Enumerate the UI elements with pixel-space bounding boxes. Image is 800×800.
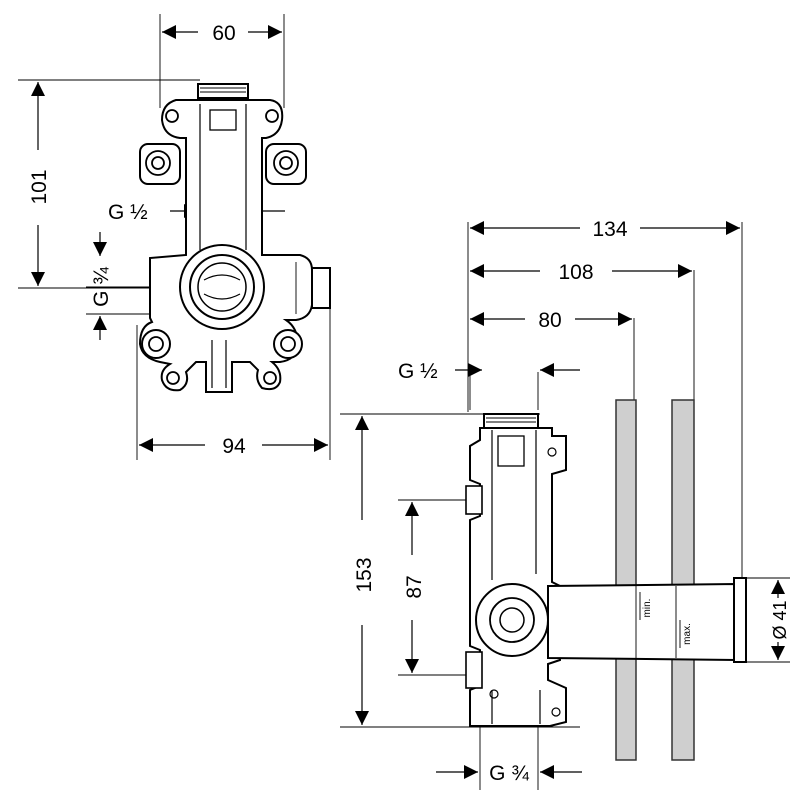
- depth-min-dimension: 80: [470, 309, 632, 332]
- valve-body-front: [138, 83, 331, 393]
- max-label: max.: [682, 623, 693, 645]
- extension-sleeve: min. max.: [547, 577, 747, 663]
- diameter-label: Ø 41: [770, 600, 790, 639]
- wall-min: [615, 399, 637, 761]
- wall-max: [671, 399, 695, 761]
- height-dimension: 101: [28, 82, 51, 286]
- side-inlet-thread-label: G ½: [398, 360, 438, 383]
- port-spacing-dimension: 87: [403, 502, 426, 673]
- height-label: 101: [28, 169, 51, 204]
- side-inlet-thread-dimension: G ½: [398, 360, 580, 383]
- side-view: 134 108 80 G ½ 153 8: [340, 218, 790, 790]
- width-bottom-label: 94: [222, 435, 246, 458]
- min-label: min.: [642, 599, 653, 618]
- depth-min-label: 80: [538, 309, 561, 332]
- depth-max-label: 108: [558, 261, 593, 284]
- width-bottom-dimension: 94: [139, 435, 328, 458]
- front-view: 60 101 G ½ G ¾ 94: [18, 14, 331, 460]
- side-height-label: 153: [353, 557, 376, 592]
- right-mount-ear: [265, 143, 307, 185]
- outlet-thread-label: G ¾: [90, 267, 113, 307]
- diameter-dimension: Ø 41: [770, 580, 790, 660]
- side-outlet-thread-label: G ¾: [489, 762, 529, 785]
- port-spacing-label: 87: [403, 575, 426, 598]
- valve-body-side: [465, 413, 567, 727]
- side-height-dimension: 153: [353, 416, 376, 725]
- depth-max-dimension: 108: [470, 261, 692, 284]
- outlet-thread-dimension: G ¾: [90, 232, 113, 340]
- depth-overall-label: 134: [592, 218, 627, 241]
- lower-left-ear: [141, 329, 171, 359]
- width-top-label: 60: [212, 22, 235, 45]
- lower-right-ear: [273, 329, 303, 359]
- left-mount-ear: [139, 143, 181, 185]
- width-top-dimension: 60: [162, 22, 282, 45]
- central-port: [179, 244, 265, 330]
- side-outlet-thread-dimension: G ¾: [436, 762, 582, 785]
- depth-overall-dimension: 134: [470, 218, 740, 241]
- inlet-thread-label: G ½: [108, 201, 148, 224]
